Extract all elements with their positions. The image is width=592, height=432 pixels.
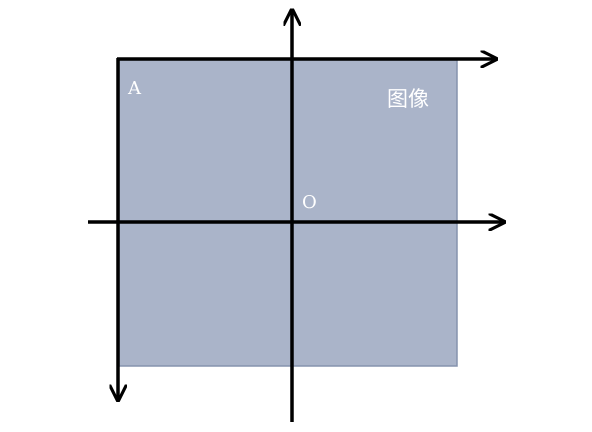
image-region bbox=[118, 59, 458, 367]
corner-origin-label: A bbox=[127, 78, 142, 99]
center-origin-label: O bbox=[302, 192, 317, 213]
image-region-label: 图像 bbox=[387, 87, 429, 111]
